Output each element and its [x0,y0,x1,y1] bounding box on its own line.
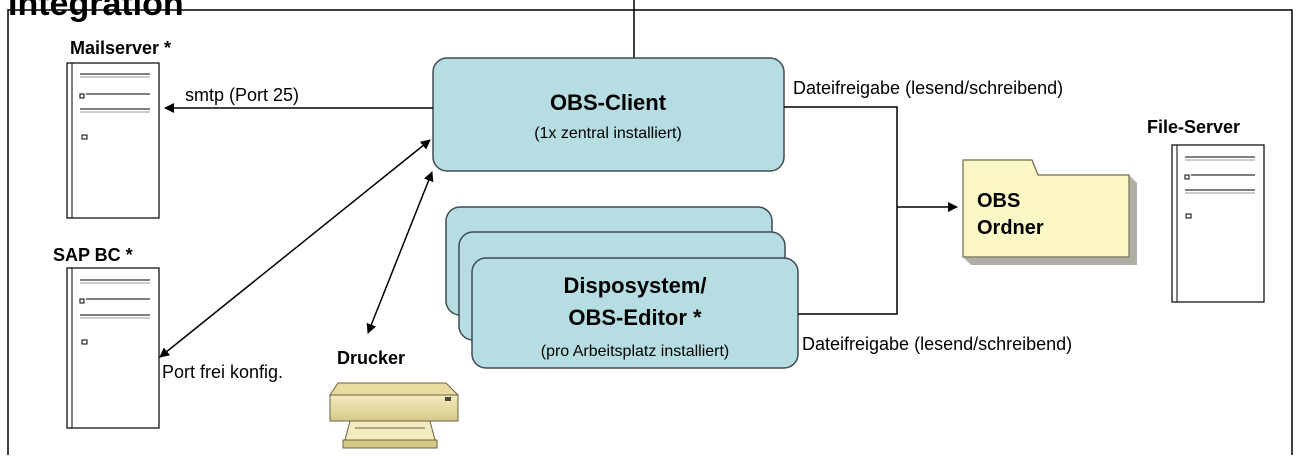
obs-ordner-node: OBS Ordner [962,159,1137,265]
sapbc-icon [66,267,160,429]
fileserver-node: File-Server [1147,117,1265,303]
fileserver-label: File-Server [1147,117,1240,137]
edge-dateifreigabe-bottom-label: Dateifreigabe (lesend/schreibend) [802,334,1072,354]
obs-ordner-line1: OBS [977,190,1020,212]
edge-sapbc [159,139,431,358]
fileserver-icon [1171,144,1265,303]
obs-client-node: OBS-Client (1x zentral installiert) [432,57,785,172]
disposystem-node: Disposystem/ OBS-Editor * (pro Arbeitspl… [445,206,799,369]
drucker-node: Drucker [329,348,460,449]
printer-icon [329,382,460,449]
edge-sapbc-label: Port frei konfig. [162,362,283,382]
disposystem-box [471,257,799,369]
obs-client-box [432,57,785,172]
outer-frame [7,9,1293,460]
edge-drucker [366,171,434,334]
mailserver-label: Mailserver * [70,38,171,58]
mailserver-icon [66,62,160,219]
disposystem-subtitle: (pro Arbeitsplatz installiert) [541,343,730,360]
edge-dateifreigabe-top [784,106,898,207]
page-title: Integration [8,0,184,23]
mailserver-node: Mailserver * [66,38,171,219]
edge-dateifreigabe-bottom [798,207,898,315]
obs-client-subtitle: (1x zentral installiert) [534,125,682,142]
obs-ordner-line2: Ordner [977,217,1044,239]
sapbc-node: SAP BC * [53,245,160,429]
edge-dateifreigabe-top-label: Dateifreigabe (lesend/schreibend) [793,78,1063,98]
disposystem-title-line2: OBS-Editor * [568,305,702,330]
disposystem-title-line1: Disposystem/ [563,273,706,298]
drucker-label: Drucker [337,348,405,368]
edge-smtp-label: smtp (Port 25) [185,85,299,105]
sapbc-label: SAP BC * [53,245,133,265]
obs-client-title: OBS-Client [550,90,667,115]
